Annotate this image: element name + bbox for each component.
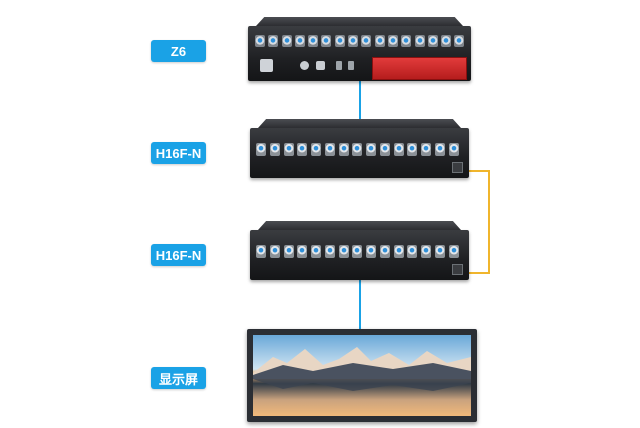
port-icon [421,143,431,156]
port-icon [348,35,359,47]
hub2-label: H16F-N [151,244,206,266]
port-icon [361,35,372,47]
hub1-ports [256,143,462,156]
port-icon [268,35,279,47]
z6-label: Z6 [151,40,206,62]
port-icon [366,245,376,258]
port-icon [256,143,266,156]
port-icon [352,245,363,258]
power-socket-icon [260,59,273,72]
port-icon [454,35,465,47]
port-icon [321,35,332,47]
link-hub1-to-hub2 [466,170,490,274]
port-icon [434,143,445,156]
port-icon [283,245,294,258]
port-icon [448,245,459,258]
connector-icon [336,61,342,70]
port-icon [407,143,418,156]
hub2-ports [256,245,462,258]
port-icon [427,35,438,47]
port-icon [379,143,390,156]
port-icon [441,35,452,47]
port-icon [434,245,445,258]
port-icon [283,143,294,156]
hub1-device [250,119,469,178]
port-icon [374,35,385,47]
port-icon [311,143,321,156]
link-hub2-to-display [359,280,361,332]
mountain-silhouette [253,347,471,391]
port-icon [352,143,363,156]
video-card-icon [372,57,467,80]
port-icon [297,143,308,156]
port-icon [393,143,404,156]
port-icon [334,35,345,47]
port-icon [414,35,425,47]
port-icon [255,35,265,47]
z6-top-panel [256,17,463,26]
z6-device [248,17,471,81]
port-icon [324,143,335,156]
z6-output-ports [255,35,468,47]
link-z6-to-hub1 [359,80,361,138]
port-icon [324,245,335,258]
hub1-top-panel [258,119,461,128]
port-icon [269,143,280,156]
cascade-port-icon [452,264,463,275]
port-icon [379,245,390,258]
port-icon [308,35,319,47]
port-icon [311,245,321,258]
port-icon [269,245,280,258]
cascade-port-icon [452,162,463,173]
port-icon [407,245,418,258]
port-icon [387,35,398,47]
connector-icon [316,61,325,70]
port-icon [294,35,305,47]
port-icon [393,245,404,258]
hub2-top-panel [258,221,461,230]
port-icon [281,35,292,47]
display-screen [247,329,477,422]
port-icon [297,245,308,258]
display-label: 显示屏 [151,367,206,389]
port-icon [338,245,349,258]
port-icon [338,143,349,156]
port-icon [401,35,412,47]
connector-icon [348,61,354,70]
port-icon [366,143,376,156]
port-icon [421,245,431,258]
hub2-device [250,221,469,280]
mountain-landscape-image [253,335,471,416]
port-icon [448,143,459,156]
port-icon [256,245,266,258]
hub1-label: H16F-N [151,142,206,164]
connector-icon [300,61,309,70]
